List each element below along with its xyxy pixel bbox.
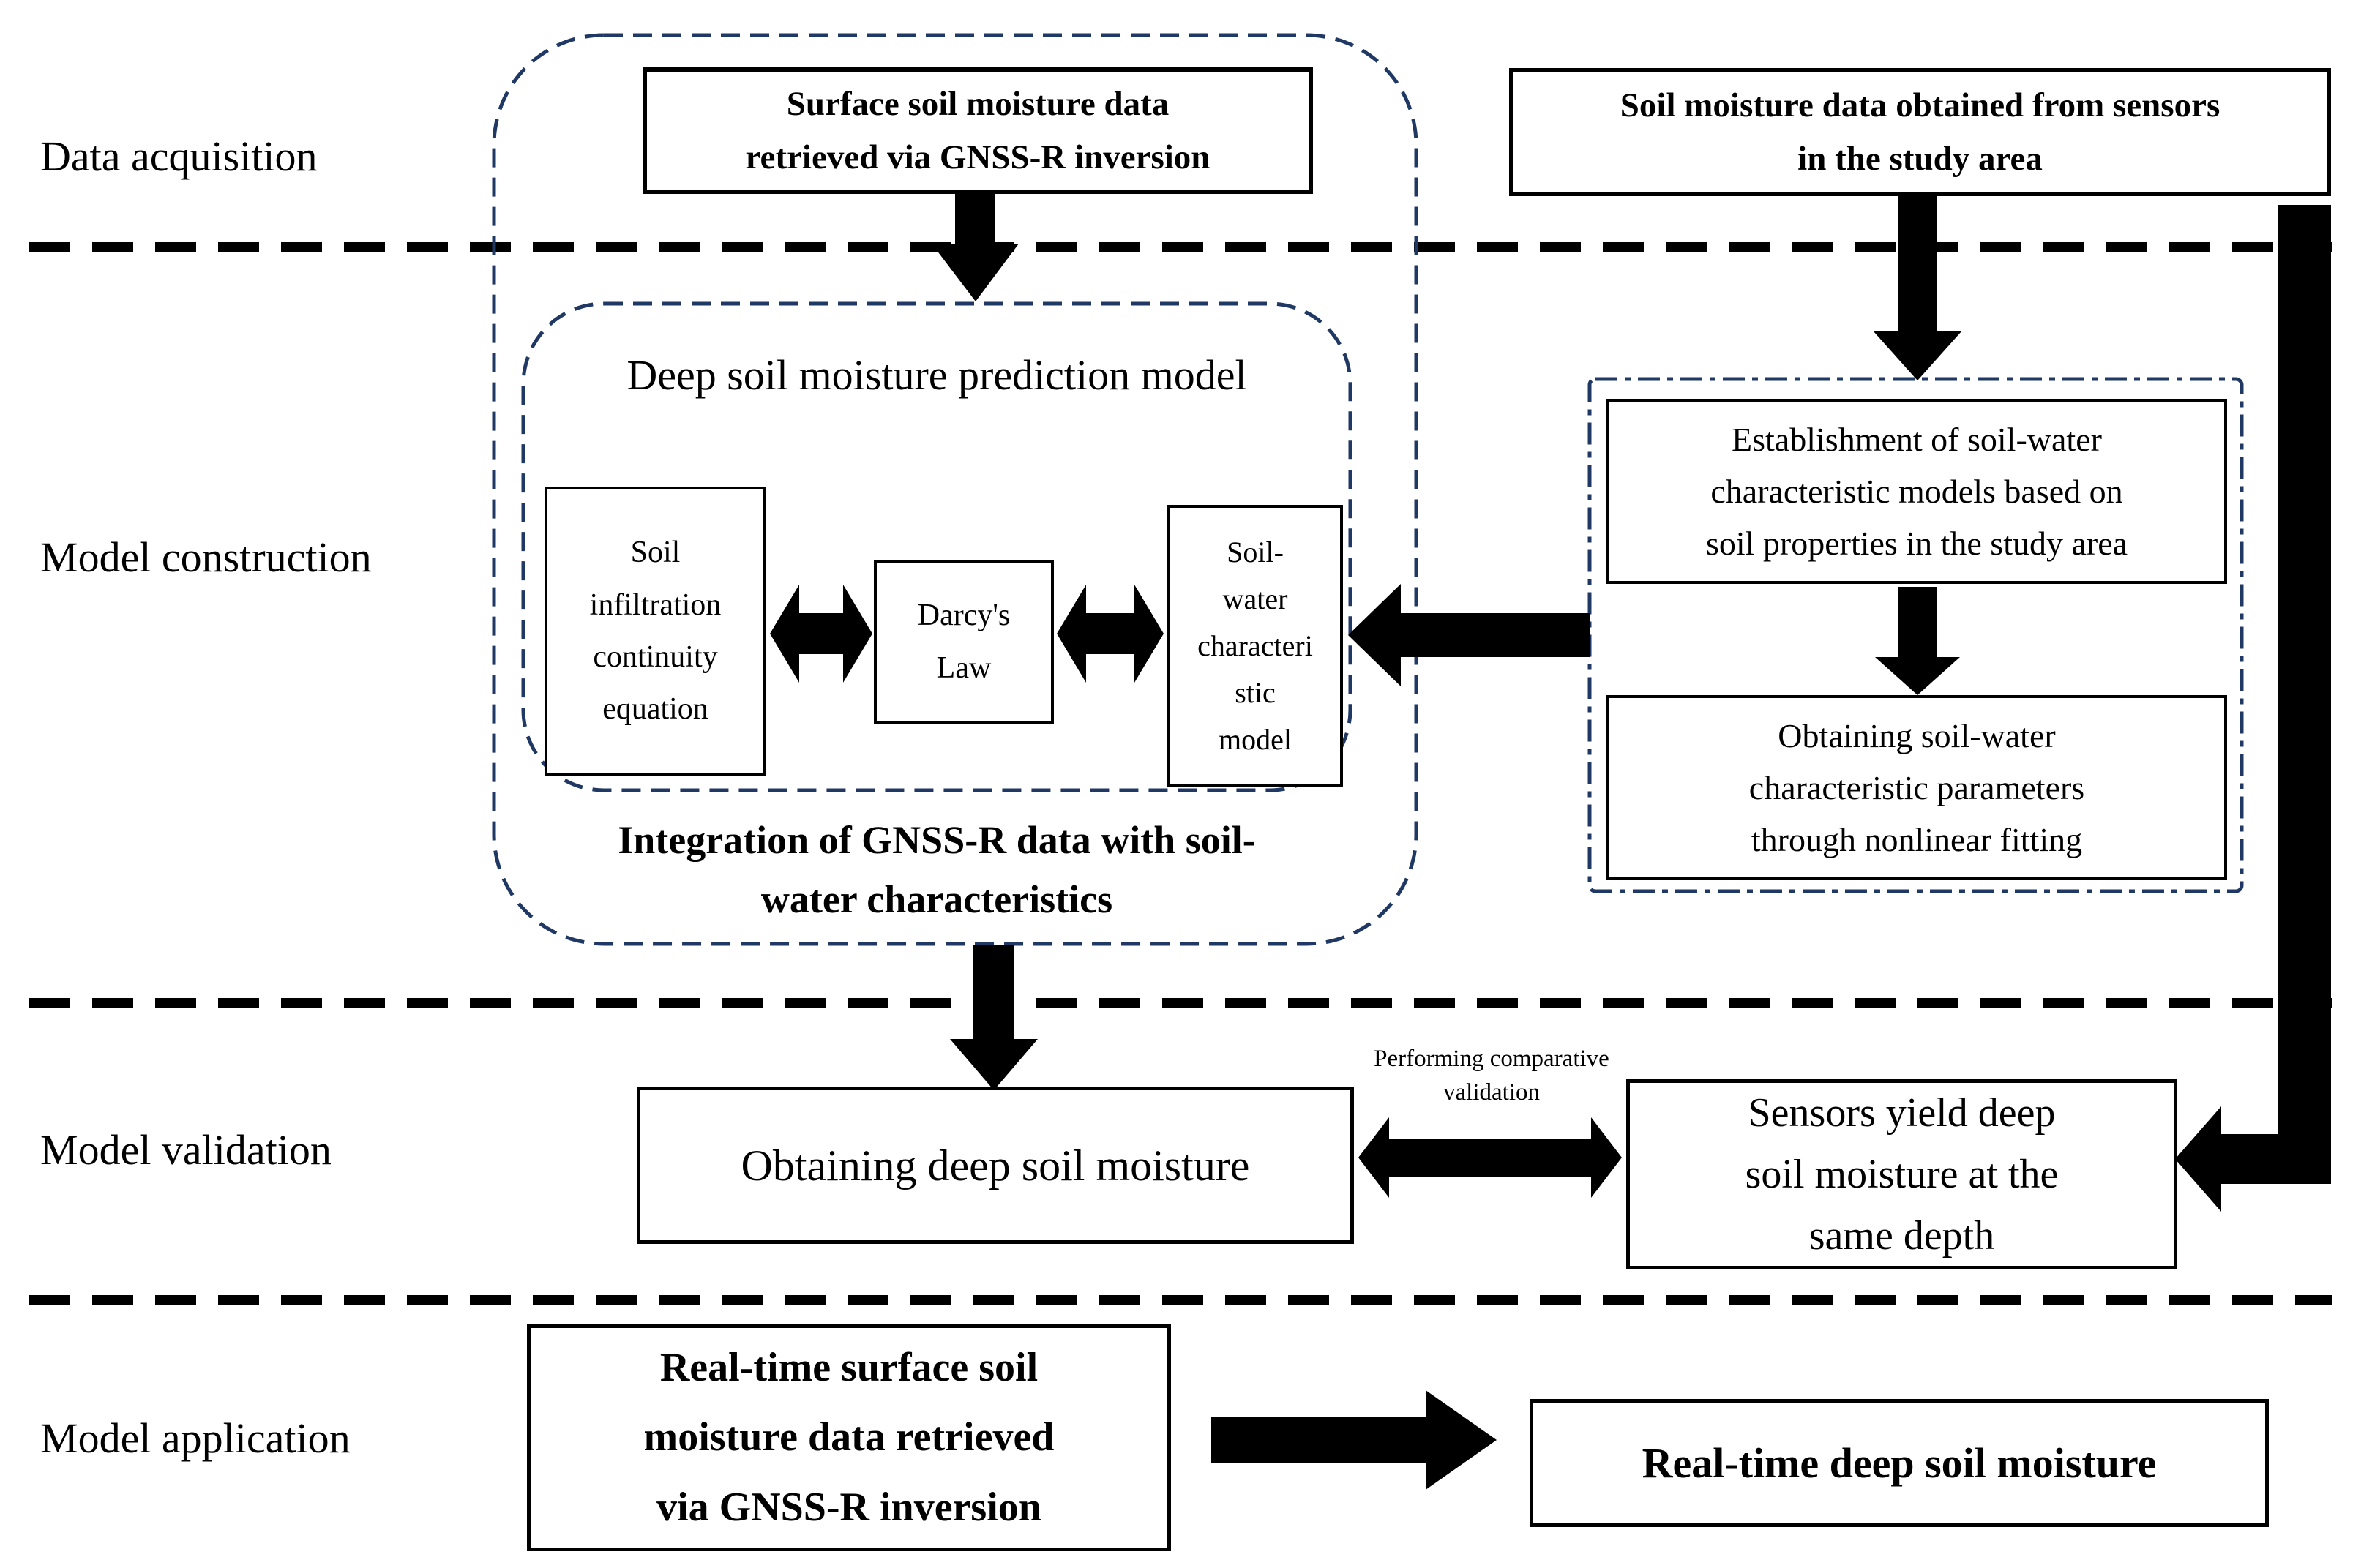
down-arrow-establishment-to-fitting [1875, 587, 1960, 695]
soil-water-characteristic-model-box: Soil- water characteri stic model [1167, 505, 1343, 787]
box-line: Soil- [1227, 535, 1284, 569]
row-label-model-application: Model application [40, 1414, 351, 1462]
darcys-law-box: Darcy's Law [874, 560, 1054, 724]
box-line: moisture data retrieved [643, 1414, 1055, 1460]
caption-line: soil-water characteristics [760, 818, 1256, 921]
box-line: Surface soil moisture data [786, 84, 1170, 123]
box-line: continuity [593, 640, 718, 674]
infiltration-equation-box: Soil infiltration continuity equation [545, 487, 766, 776]
separator-construction-validation [29, 998, 2332, 1008]
row-label-model-construction: Model construction [40, 533, 372, 581]
sensors-data-box: Soil moisture data obtained from sensors… [1509, 68, 2331, 196]
box-line: Soil [630, 536, 681, 570]
caption-line: Performing comparative [1374, 1046, 1609, 1072]
prediction-model-group-outline [521, 301, 1352, 792]
double-arrow-comparative-validation [1358, 1117, 1622, 1198]
long-connector-horizontal-bar [2221, 1134, 2283, 1184]
box-line: Establishment of soil-water [1732, 420, 2102, 458]
prediction-model-title: Deep soil moisture prediction model [626, 351, 1247, 399]
row-label-model-validation: Model validation [40, 1126, 332, 1174]
left-arrow-group-to-soilwater-model [1348, 584, 1590, 686]
box-line: Sensors yield deep [1748, 1090, 2056, 1136]
caption-line: Integration of GNSS-R data with [618, 818, 1176, 862]
box-line: Darcy's [917, 599, 1011, 633]
box-line: model [1219, 722, 1292, 756]
sensors-deep-moisture-box: Sensors yield deep soil moisture at the … [1626, 1079, 2177, 1269]
double-arrow-infiltration-darcy [770, 585, 872, 683]
box-line: same depth [1808, 1213, 1995, 1258]
nonlinear-fitting-box: Obtaining soil-water characteristic para… [1606, 695, 2227, 880]
box-line: through nonlinear fitting [1751, 821, 2083, 859]
integration-caption: Integration of GNSS-R data with soil-wat… [571, 811, 1303, 929]
down-arrow-model-to-deep-moisture [950, 945, 1038, 1090]
surface-gnssr-box: Surface soil moisture data retrieved via… [643, 67, 1313, 194]
establishment-models-box: Establishment of soil-water characterist… [1606, 399, 2227, 584]
long-connector-vertical-bar [2278, 205, 2331, 1184]
box-line: infiltration [589, 588, 722, 622]
separator-acquisition-construction [29, 242, 2332, 252]
box-line: Obtaining soil-water [1778, 716, 2056, 754]
separator-validation-application [29, 1295, 2332, 1305]
box-line: equation [602, 692, 708, 727]
down-arrow-gnssr-to-model [932, 192, 1019, 301]
box-line: characteristic parameters [1748, 768, 2085, 806]
box-line: soil moisture at the [1745, 1152, 2059, 1197]
outer-gnssr-group-outline [492, 33, 1418, 946]
right-arrow-application [1211, 1390, 1497, 1490]
box-line: soil properties in the study area [1705, 525, 2128, 563]
box-line: retrieved via GNSS-R inversion [745, 138, 1211, 176]
box-line: Real-time deep soil moisture [1642, 1439, 2157, 1487]
caption-line: validation [1443, 1079, 1540, 1106]
obtaining-deep-moisture-box: Obtaining deep soil moisture [637, 1087, 1354, 1244]
box-line: via GNSS-R inversion [656, 1484, 1041, 1530]
box-line: water [1222, 582, 1288, 615]
box-line: Soil moisture data obtained from sensors [1620, 86, 2220, 124]
box-line: characteri [1197, 629, 1313, 662]
box-line: Obtaining deep soil moisture [741, 1141, 1250, 1190]
left-arrowhead-into-sensors-box [2175, 1106, 2221, 1212]
row-label-data-acquisition: Data acquisition [40, 132, 318, 180]
box-line: in the study area [1797, 139, 2043, 178]
box-line: Real-time surface soil [659, 1345, 1039, 1391]
realtime-deep-box: Real-time deep soil moisture [1530, 1399, 2269, 1527]
realtime-surface-box: Real-time surface soil moisture data ret… [527, 1324, 1171, 1551]
box-line: characteristic models based on [1710, 472, 2123, 510]
box-line: Law [936, 650, 992, 685]
comparative-validation-label: Performing comparative validation [1358, 1042, 1625, 1109]
double-arrow-darcy-soilwater [1057, 585, 1164, 683]
down-arrow-sensors-to-establishment [1874, 196, 1961, 380]
box-line: stic [1235, 675, 1276, 709]
